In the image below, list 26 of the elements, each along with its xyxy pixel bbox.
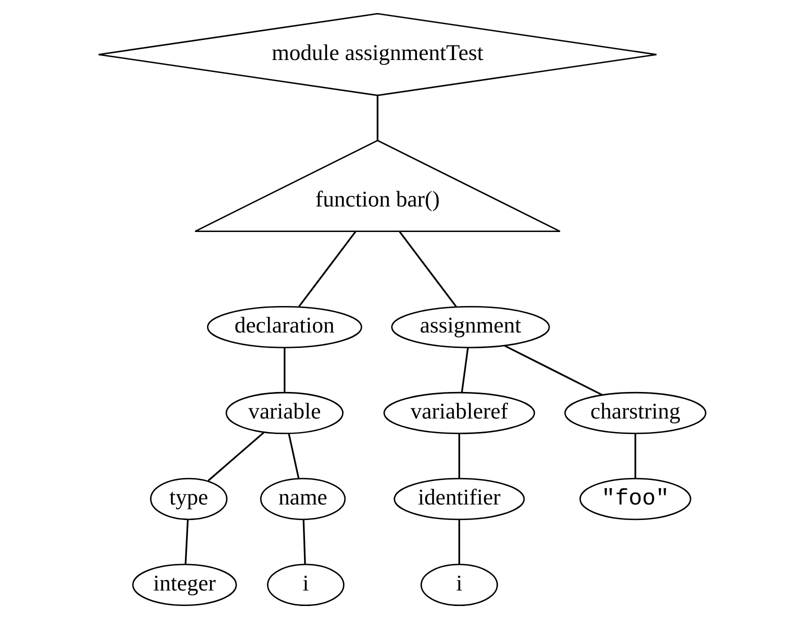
connector [634, 434, 636, 478]
connector [207, 432, 264, 482]
node-ellipse: assignment [390, 306, 550, 348]
node-ellipse: name [260, 478, 346, 520]
connector [458, 434, 460, 478]
connector [302, 520, 306, 564]
node-ellipse: i [420, 564, 498, 606]
node-ellipse: i [266, 564, 344, 606]
node-ellipse: type [150, 478, 228, 520]
connector [376, 96, 378, 140]
connector [184, 520, 188, 564]
connector [504, 344, 602, 396]
connector [460, 348, 468, 393]
node-ellipse: declaration [206, 306, 362, 348]
node-diamond: module assignmentTest [97, 12, 657, 96]
node-ellipse: "foo" [578, 478, 691, 520]
connector [458, 520, 460, 564]
connector [298, 231, 356, 308]
node-ellipse: variableref [382, 392, 535, 434]
connector [283, 348, 285, 392]
connector [288, 434, 299, 479]
node-ellipse: variable [225, 392, 344, 434]
node-ellipse: charstring [564, 392, 706, 434]
node-ellipse: identifier [393, 478, 524, 520]
connector [398, 231, 456, 308]
node-ellipse: integer [132, 564, 236, 606]
